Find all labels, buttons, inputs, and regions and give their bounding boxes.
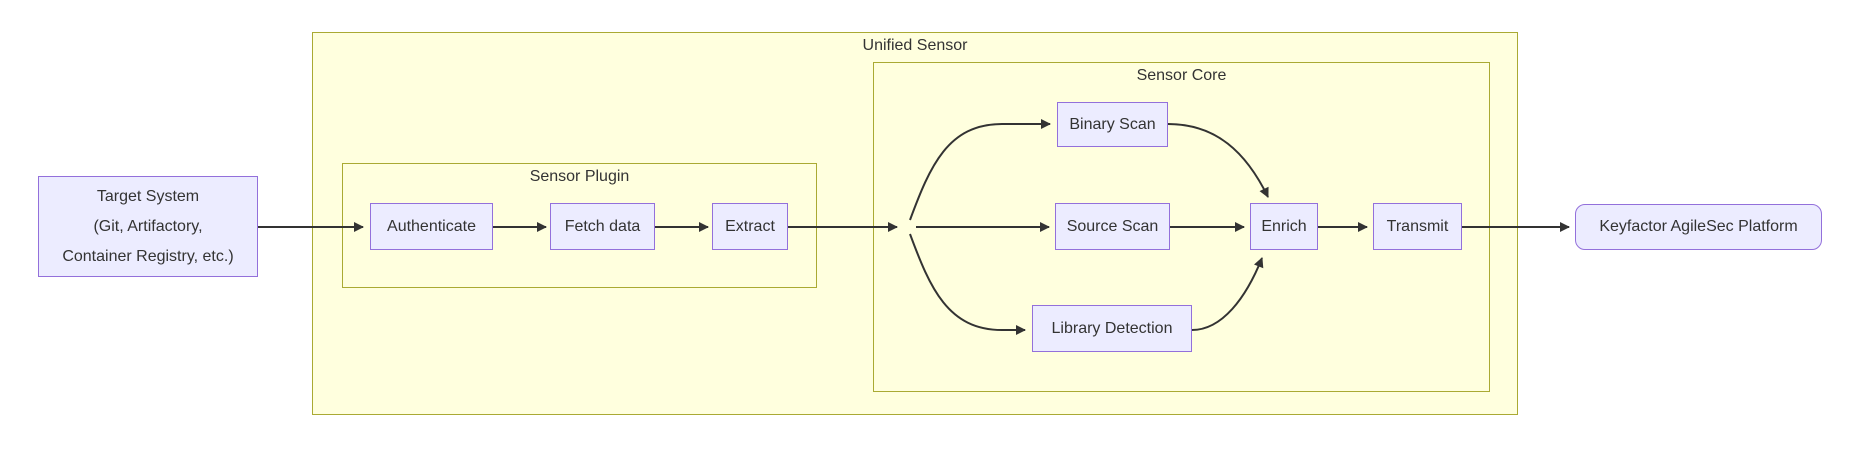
node-source-scan-label: Source Scan bbox=[1066, 217, 1159, 235]
node-source-scan: Source Scan bbox=[1055, 203, 1170, 250]
node-library-detection-label: Library Detection bbox=[1051, 319, 1173, 337]
node-target-system: Target System (Git, Artifactory, Contain… bbox=[38, 176, 258, 277]
node-fetch-data-label: Fetch data bbox=[564, 217, 641, 235]
node-authenticate: Authenticate bbox=[370, 203, 493, 250]
node-enrich-label: Enrich bbox=[1261, 217, 1307, 235]
node-extract-label: Extract bbox=[725, 217, 775, 235]
node-target-system-line2: (Git, Artifactory, bbox=[93, 217, 203, 235]
node-fetch-data: Fetch data bbox=[550, 203, 655, 250]
cluster-unified-sensor-label: Unified Sensor bbox=[862, 37, 968, 54]
node-library-detection: Library Detection bbox=[1032, 305, 1192, 352]
node-extract: Extract bbox=[712, 203, 788, 250]
cluster-sensor-core-label: Sensor Core bbox=[1136, 67, 1227, 84]
edge-binary-scan-to-enrich bbox=[1167, 123, 1269, 198]
edge-extract-to-library-detection bbox=[909, 233, 1026, 335]
node-binary-scan-label: Binary Scan bbox=[1069, 115, 1156, 133]
edge-extract-to-binary-scan bbox=[909, 119, 1051, 221]
node-transmit-label: Transmit bbox=[1386, 217, 1449, 235]
node-transmit: Transmit bbox=[1373, 203, 1462, 250]
node-target-system-line1: Target System bbox=[96, 187, 200, 205]
cluster-sensor-plugin-label: Sensor Plugin bbox=[529, 168, 630, 185]
node-enrich: Enrich bbox=[1250, 203, 1318, 250]
node-target-system-line3: Container Registry, etc.) bbox=[62, 247, 234, 265]
node-binary-scan: Binary Scan bbox=[1057, 102, 1168, 147]
node-authenticate-label: Authenticate bbox=[387, 217, 476, 235]
node-keyfactor-platform-label: Keyfactor AgileSec Platform bbox=[1599, 218, 1798, 235]
node-keyfactor-platform: Keyfactor AgileSec Platform bbox=[1575, 204, 1822, 250]
edge-library-detection-to-enrich bbox=[1191, 257, 1264, 331]
